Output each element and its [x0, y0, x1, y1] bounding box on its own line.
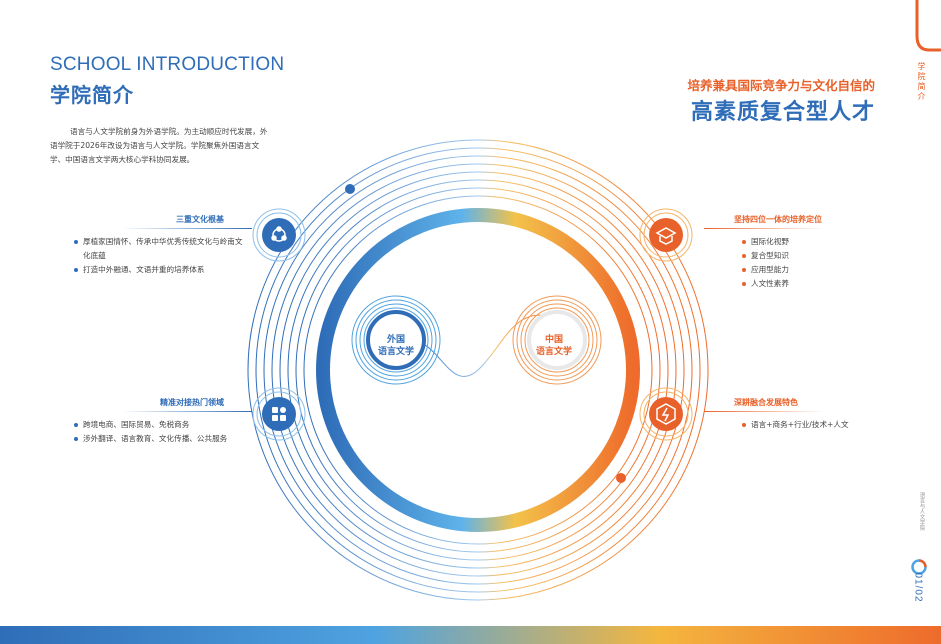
center-label-foreign: 外国 语言文学	[377, 335, 414, 357]
graduation-cap-icon	[655, 227, 677, 245]
section-divider	[704, 228, 824, 229]
left-section-2: 精准对接热门领域 跨境电商、国际贸易、免税商务 涉外翻译、语言教育、文化传播、公…	[62, 397, 252, 446]
slogan-line-2: 高素质复合型人才	[690, 100, 875, 125]
page-title-cn: 学院简介	[50, 83, 134, 107]
slogan-line-1: 培养兼具国际竞争力与文化自信的	[687, 78, 875, 93]
triangle-nodes-icon	[271, 226, 287, 242]
sidebar-college-name: 语言与人文学院	[918, 492, 925, 531]
list-item: 应用型能力	[742, 263, 884, 277]
inner-left-rings	[351, 295, 441, 385]
list-item: 复合型知识	[742, 249, 884, 263]
badge-left-bottom	[252, 387, 306, 441]
infinity-connector	[409, 314, 561, 377]
right-section-1: 坚持四位一体的培养定位 国际化视野 复合型知识 应用型能力 人文性素养	[704, 214, 884, 291]
section-divider	[122, 411, 252, 412]
page-title-en: SCHOOL INTRODUCTION	[50, 54, 285, 75]
section-title: 精准对接热门领域	[160, 398, 224, 407]
intro-paragraph: 语言与人文学院前身为外语学院。为主动顺应时代发展，外语学院于2026年改设为语言…	[50, 127, 268, 164]
right-section-2: 深耕融合发展特色 语言+商务+行业/技术+人文	[704, 397, 884, 432]
list-item: 涉外翻译、语言教育、文化传播、公共服务	[74, 432, 254, 446]
corner-decoration	[915, 0, 941, 52]
section-list: 厚植家国情怀、传承中华优秀传统文化与岭南文化底蕴 打造中外融通、文语并重的培养体…	[74, 235, 244, 277]
section-list: 语言+商务+行业/技术+人文	[742, 418, 884, 432]
inner-right-rings	[512, 295, 602, 385]
orbit-dot-blue	[345, 184, 355, 194]
section-list: 跨境电商、国际贸易、免税商务 涉外翻译、语言教育、文化传播、公共服务	[74, 418, 254, 446]
app-grid-icon	[272, 407, 286, 421]
section-divider	[122, 228, 252, 229]
main-gradient-ring	[316, 208, 640, 532]
section-title: 三重文化根基	[176, 215, 224, 224]
badge-left-top	[252, 208, 306, 262]
page-number: 01/02	[912, 572, 924, 603]
outer-thin-rings	[247, 139, 709, 601]
section-title: 深耕融合发展特色	[734, 398, 798, 407]
list-item: 人文性素养	[742, 277, 884, 291]
section-list: 国际化视野 复合型知识 应用型能力 人文性素养	[742, 235, 884, 291]
center-label-chinese: 中国 语言文学	[535, 335, 572, 357]
bottom-gradient-bar	[0, 626, 941, 644]
list-item: 打造中外融通、文语并重的培养体系	[74, 263, 244, 277]
side-tab-label: 学院简介	[917, 62, 926, 102]
section-divider	[704, 411, 824, 412]
ring-logo-icon	[911, 559, 927, 575]
list-item: 跨境电商、国际贸易、免税商务	[74, 418, 254, 432]
orbit-dot-orange	[616, 473, 626, 483]
list-item: 厚植家国情怀、传承中华优秀传统文化与岭南文化底蕴	[74, 235, 244, 263]
list-item: 国际化视野	[742, 235, 884, 249]
list-item: 语言+商务+行业/技术+人文	[742, 418, 884, 432]
badge-right-bottom	[639, 387, 693, 441]
left-section-1: 三重文化根基 厚植家国情怀、传承中华优秀传统文化与岭南文化底蕴 打造中外融通、文…	[62, 214, 252, 277]
section-title: 坚持四位一体的培养定位	[734, 215, 822, 224]
lightning-hexagon-icon	[656, 403, 676, 425]
badge-right-top	[639, 208, 693, 262]
